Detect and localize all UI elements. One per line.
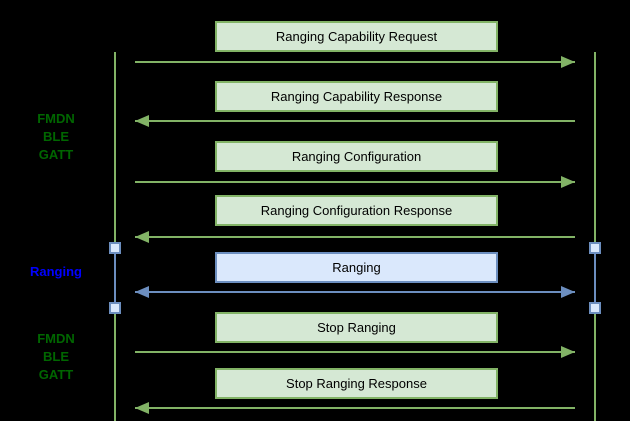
label-line: GATT: [38, 147, 74, 162]
label-line: BLE: [43, 129, 69, 144]
arrowhead-left-icon: [135, 402, 149, 414]
lifeline-right-gatt-segment: [594, 52, 596, 421]
arrow-line: [135, 407, 575, 409]
label-line: FMDN: [37, 111, 75, 126]
arrowhead-right-icon: [561, 56, 575, 68]
arrow-line: [135, 236, 575, 238]
message-box: Stop Ranging Response: [215, 368, 498, 399]
arrow-line: [135, 291, 575, 293]
message-label: Ranging Capability Request: [275, 29, 438, 44]
arrow-line: [135, 351, 575, 353]
message-label: Ranging: [332, 260, 381, 275]
arrowhead-left-icon: [135, 231, 149, 243]
message-box: Ranging: [215, 252, 498, 283]
message-box: Ranging Capability Request: [215, 21, 498, 52]
label-fmdn-ble-gatt-bottom: FMDN BLE GATT: [14, 330, 98, 384]
ranging-start-marker-left: [109, 242, 121, 254]
label-line: GATT: [38, 367, 74, 382]
lifeline-right-ranging-segment: [594, 247, 596, 309]
ranging-start-marker-right: [589, 242, 601, 254]
arrowhead-left-icon: [135, 286, 149, 298]
arrowhead-left-icon: [135, 115, 149, 127]
message-label: Ranging Configuration Response: [260, 203, 453, 218]
message-box: Ranging Configuration: [215, 141, 498, 172]
lifeline-left-ranging-segment: [114, 247, 116, 309]
ranging-end-marker-right: [589, 302, 601, 314]
arrowhead-right-icon: [561, 286, 575, 298]
label-line: BLE: [43, 349, 69, 364]
message-box: Stop Ranging: [215, 312, 498, 343]
ranging-end-marker-left: [109, 302, 121, 314]
message-label: Ranging Configuration: [291, 149, 422, 164]
lifeline-left-gatt-segment: [114, 52, 116, 421]
message-label: Stop Ranging: [317, 320, 396, 335]
message-label: Stop Ranging Response: [286, 376, 427, 391]
arrowhead-right-icon: [561, 176, 575, 188]
arrow-line: [135, 120, 575, 122]
arrow-line: [135, 181, 575, 183]
message-label: Ranging Capability Response: [270, 89, 443, 104]
message-box: Ranging Configuration Response: [215, 195, 498, 226]
label-line: Ranging: [30, 264, 82, 279]
label-ranging: Ranging: [14, 263, 98, 281]
message-box: Ranging Capability Response: [215, 81, 498, 112]
label-fmdn-ble-gatt-top: FMDN BLE GATT: [14, 110, 98, 164]
label-line: FMDN: [37, 331, 75, 346]
arrow-line: [135, 61, 575, 63]
arrowhead-right-icon: [561, 346, 575, 358]
